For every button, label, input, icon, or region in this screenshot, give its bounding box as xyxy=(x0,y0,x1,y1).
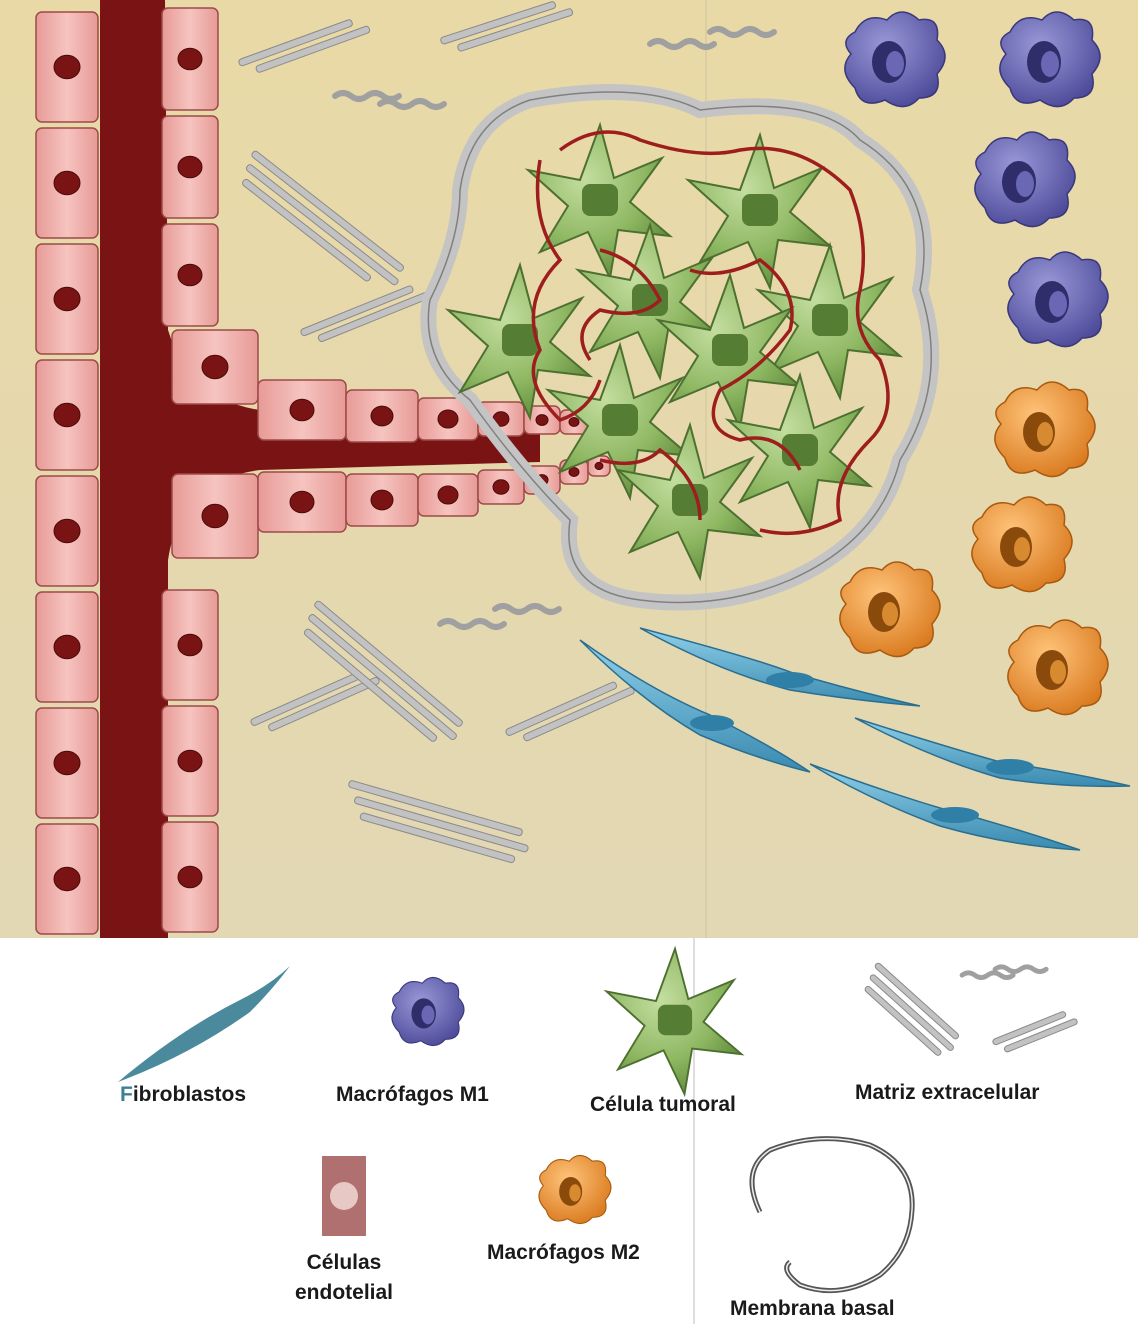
endothelial-cell xyxy=(162,116,218,218)
legend-fibroblasts: Fibroblastos xyxy=(120,1080,246,1110)
legend-endothelial-line1: Células xyxy=(254,1248,434,1278)
m2-macrophage-legend-icon xyxy=(539,1155,611,1223)
endothelial-cell xyxy=(36,824,98,934)
endothelial-cell xyxy=(162,224,218,326)
legend-fibroblasts-rest: ibroblastos xyxy=(133,1083,246,1106)
endothelial-cell xyxy=(418,474,478,516)
endothelial-cell xyxy=(346,474,418,526)
endothelial-cell xyxy=(172,474,258,558)
m1-macrophage xyxy=(1008,252,1108,347)
legend-endothelial-cells: Células endotelial xyxy=(254,1248,434,1308)
legend-endothelial-line2: endotelial xyxy=(254,1278,434,1308)
endothelial-cell xyxy=(36,592,98,702)
legend-extracellular-matrix: Matriz extracelular xyxy=(855,1078,1039,1108)
legend-basal-membrane: Membrana basal xyxy=(730,1294,895,1324)
m2-macrophage xyxy=(972,497,1072,592)
ecm-legend-icon xyxy=(858,962,1078,1061)
legend-m1-macrophages: Macrófagos M1 xyxy=(336,1080,489,1110)
endothelial-cell xyxy=(36,12,98,122)
m1-macrophage-legend-icon xyxy=(392,977,464,1045)
legend-m2-macrophages: Macrófagos M2 xyxy=(487,1238,640,1268)
endothelial-cell xyxy=(258,380,346,440)
endothelial-cell xyxy=(36,128,98,238)
fibroblast-legend-icon xyxy=(118,966,290,1082)
legend-tumor-cell: Célula tumoral xyxy=(590,1090,736,1120)
tumor-cell-legend-icon xyxy=(607,949,742,1094)
endothelial-cell xyxy=(258,472,346,532)
m1-macrophage xyxy=(975,132,1075,227)
endothelial-cell xyxy=(162,706,218,816)
endothelial-cell xyxy=(346,390,418,442)
m1-macrophage xyxy=(1000,12,1100,107)
m2-macrophage xyxy=(1008,620,1108,715)
endothelial-cell xyxy=(162,590,218,700)
endothelial-cell xyxy=(36,360,98,470)
m1-macrophage xyxy=(845,12,945,107)
endothelial-cell xyxy=(36,708,98,818)
m2-macrophage xyxy=(840,562,940,657)
m2-macrophage xyxy=(995,382,1095,477)
endothelial-cell xyxy=(36,244,98,354)
endothelial-cell xyxy=(36,476,98,586)
endothelial-cell xyxy=(162,822,218,932)
endothelial-cell xyxy=(162,8,218,110)
legend-fibroblasts-initial: F xyxy=(120,1083,133,1106)
endothelial-cell xyxy=(478,470,524,504)
endothelial-legend-icon xyxy=(322,1156,366,1236)
endothelial-cell xyxy=(172,330,258,404)
